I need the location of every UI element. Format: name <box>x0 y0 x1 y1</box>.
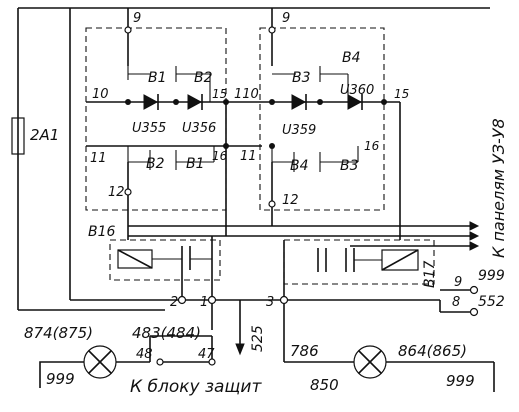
right-contact-b3-lower: B3 <box>340 158 359 174</box>
terminal-3: 3 <box>266 295 274 310</box>
panel-label: К панелям УЗ-У8 <box>489 118 508 258</box>
left-contact-b2-lower: B2 <box>146 156 165 172</box>
panel-bus <box>128 102 480 251</box>
left-term-15: 15 <box>212 87 227 101</box>
ground-999-right: 999 <box>446 372 475 390</box>
left-term-12: 12 <box>108 185 125 200</box>
relay-b17-label: B17 <box>422 260 438 288</box>
terminal-strip <box>177 285 479 362</box>
left-lamp-circuit <box>39 335 216 388</box>
left-term-10: 10 <box>92 87 109 102</box>
right-diode-u359: U359 <box>282 123 316 138</box>
right-term-11: 11 <box>240 149 257 164</box>
terminal-1: 1 <box>200 295 208 310</box>
wire-850: 850 <box>310 376 339 394</box>
left-contact-b1-upper: B1 <box>148 70 167 86</box>
wire-552: 552 <box>478 294 505 310</box>
right-term-16: 16 <box>364 139 380 153</box>
footer-label: К блоку защит <box>130 377 262 397</box>
fuse-2A1 <box>11 117 25 155</box>
fuse-label: 2A1 <box>30 126 59 144</box>
output-8: 8 <box>452 295 460 310</box>
wire-525: 525 <box>250 325 266 352</box>
left-diode-u356: U356 <box>182 121 216 136</box>
right-contact-b3-upper: B3 <box>292 70 311 86</box>
right-diode-u360: U360 <box>340 83 374 98</box>
left-diode-block <box>85 26 262 240</box>
ground-999-left: 999 <box>46 370 75 388</box>
frame-wires <box>17 7 490 311</box>
left-contact-b1-lower: B1 <box>186 156 205 172</box>
right-lamp-circuit <box>284 345 495 392</box>
output-9: 9 <box>454 275 462 290</box>
terminal-2: 2 <box>170 295 178 310</box>
wire-864-865: 864(865) <box>398 342 467 360</box>
relay-B17 <box>283 239 435 300</box>
left-term-11: 11 <box>90 151 107 166</box>
right-term-15: 15 <box>394 87 409 101</box>
left-contact-b2-upper: B2 <box>194 70 213 86</box>
left-term-16: 16 <box>212 149 228 163</box>
wire-786: 786 <box>290 342 319 360</box>
right-diode-block <box>259 26 401 240</box>
wire-874-875: 874(875) <box>24 324 93 342</box>
right-term-12: 12 <box>282 193 299 208</box>
wire-483-484: 483(484) <box>132 324 201 342</box>
wire-48: 48 <box>136 347 153 362</box>
wire-999-top: 999 <box>478 268 505 284</box>
right-contact-b4-lower: B4 <box>290 158 309 174</box>
wire-47: 47 <box>198 347 215 362</box>
right-term-9: 9 <box>282 11 290 26</box>
left-term-9: 9 <box>133 11 141 26</box>
right-contact-b4-upper: B4 <box>342 50 361 66</box>
relay-B16 <box>109 236 221 300</box>
right-term-110: 110 <box>234 87 259 102</box>
left-diode-u355: U355 <box>132 121 166 136</box>
relay-b16-label: B16 <box>88 224 116 240</box>
